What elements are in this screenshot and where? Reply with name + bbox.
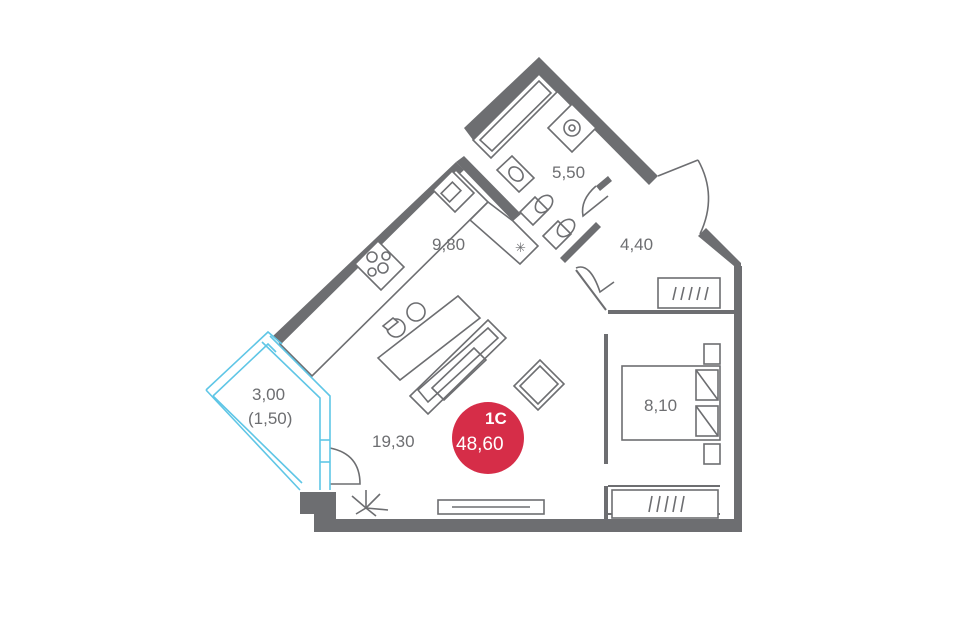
bedroom-area-label: 8,10 bbox=[644, 396, 677, 415]
bedroom-fixtures bbox=[611, 343, 721, 519]
bathroom-fixtures bbox=[471, 72, 609, 251]
badge-total-area: 48,60 bbox=[456, 434, 504, 455]
hall-fixtures bbox=[657, 159, 721, 309]
badge-circle bbox=[452, 402, 524, 474]
living-fixtures bbox=[329, 294, 566, 517]
hall-area-label: 4,40 bbox=[620, 235, 653, 254]
balcony-reduced-area-label: (1,50) bbox=[248, 409, 292, 428]
apartment-badge: 1С 48,60 bbox=[452, 402, 524, 474]
living-area-label: 19,30 bbox=[372, 432, 415, 451]
balcony-area-label: 3,00 bbox=[252, 385, 285, 404]
kitchen-area-label: 9,80 bbox=[432, 235, 465, 254]
bathroom-area-label: 5,50 bbox=[552, 163, 585, 182]
room-labels: 5,50 9,80 4,40 3,00 (1,50) 19,30 8,10 bbox=[248, 163, 677, 451]
balcony-glazing bbox=[205, 330, 331, 491]
kitchen-fixtures: ✳ bbox=[278, 168, 615, 378]
svg-text:✳: ✳ bbox=[515, 240, 526, 255]
badge-type: 1С bbox=[485, 409, 507, 428]
